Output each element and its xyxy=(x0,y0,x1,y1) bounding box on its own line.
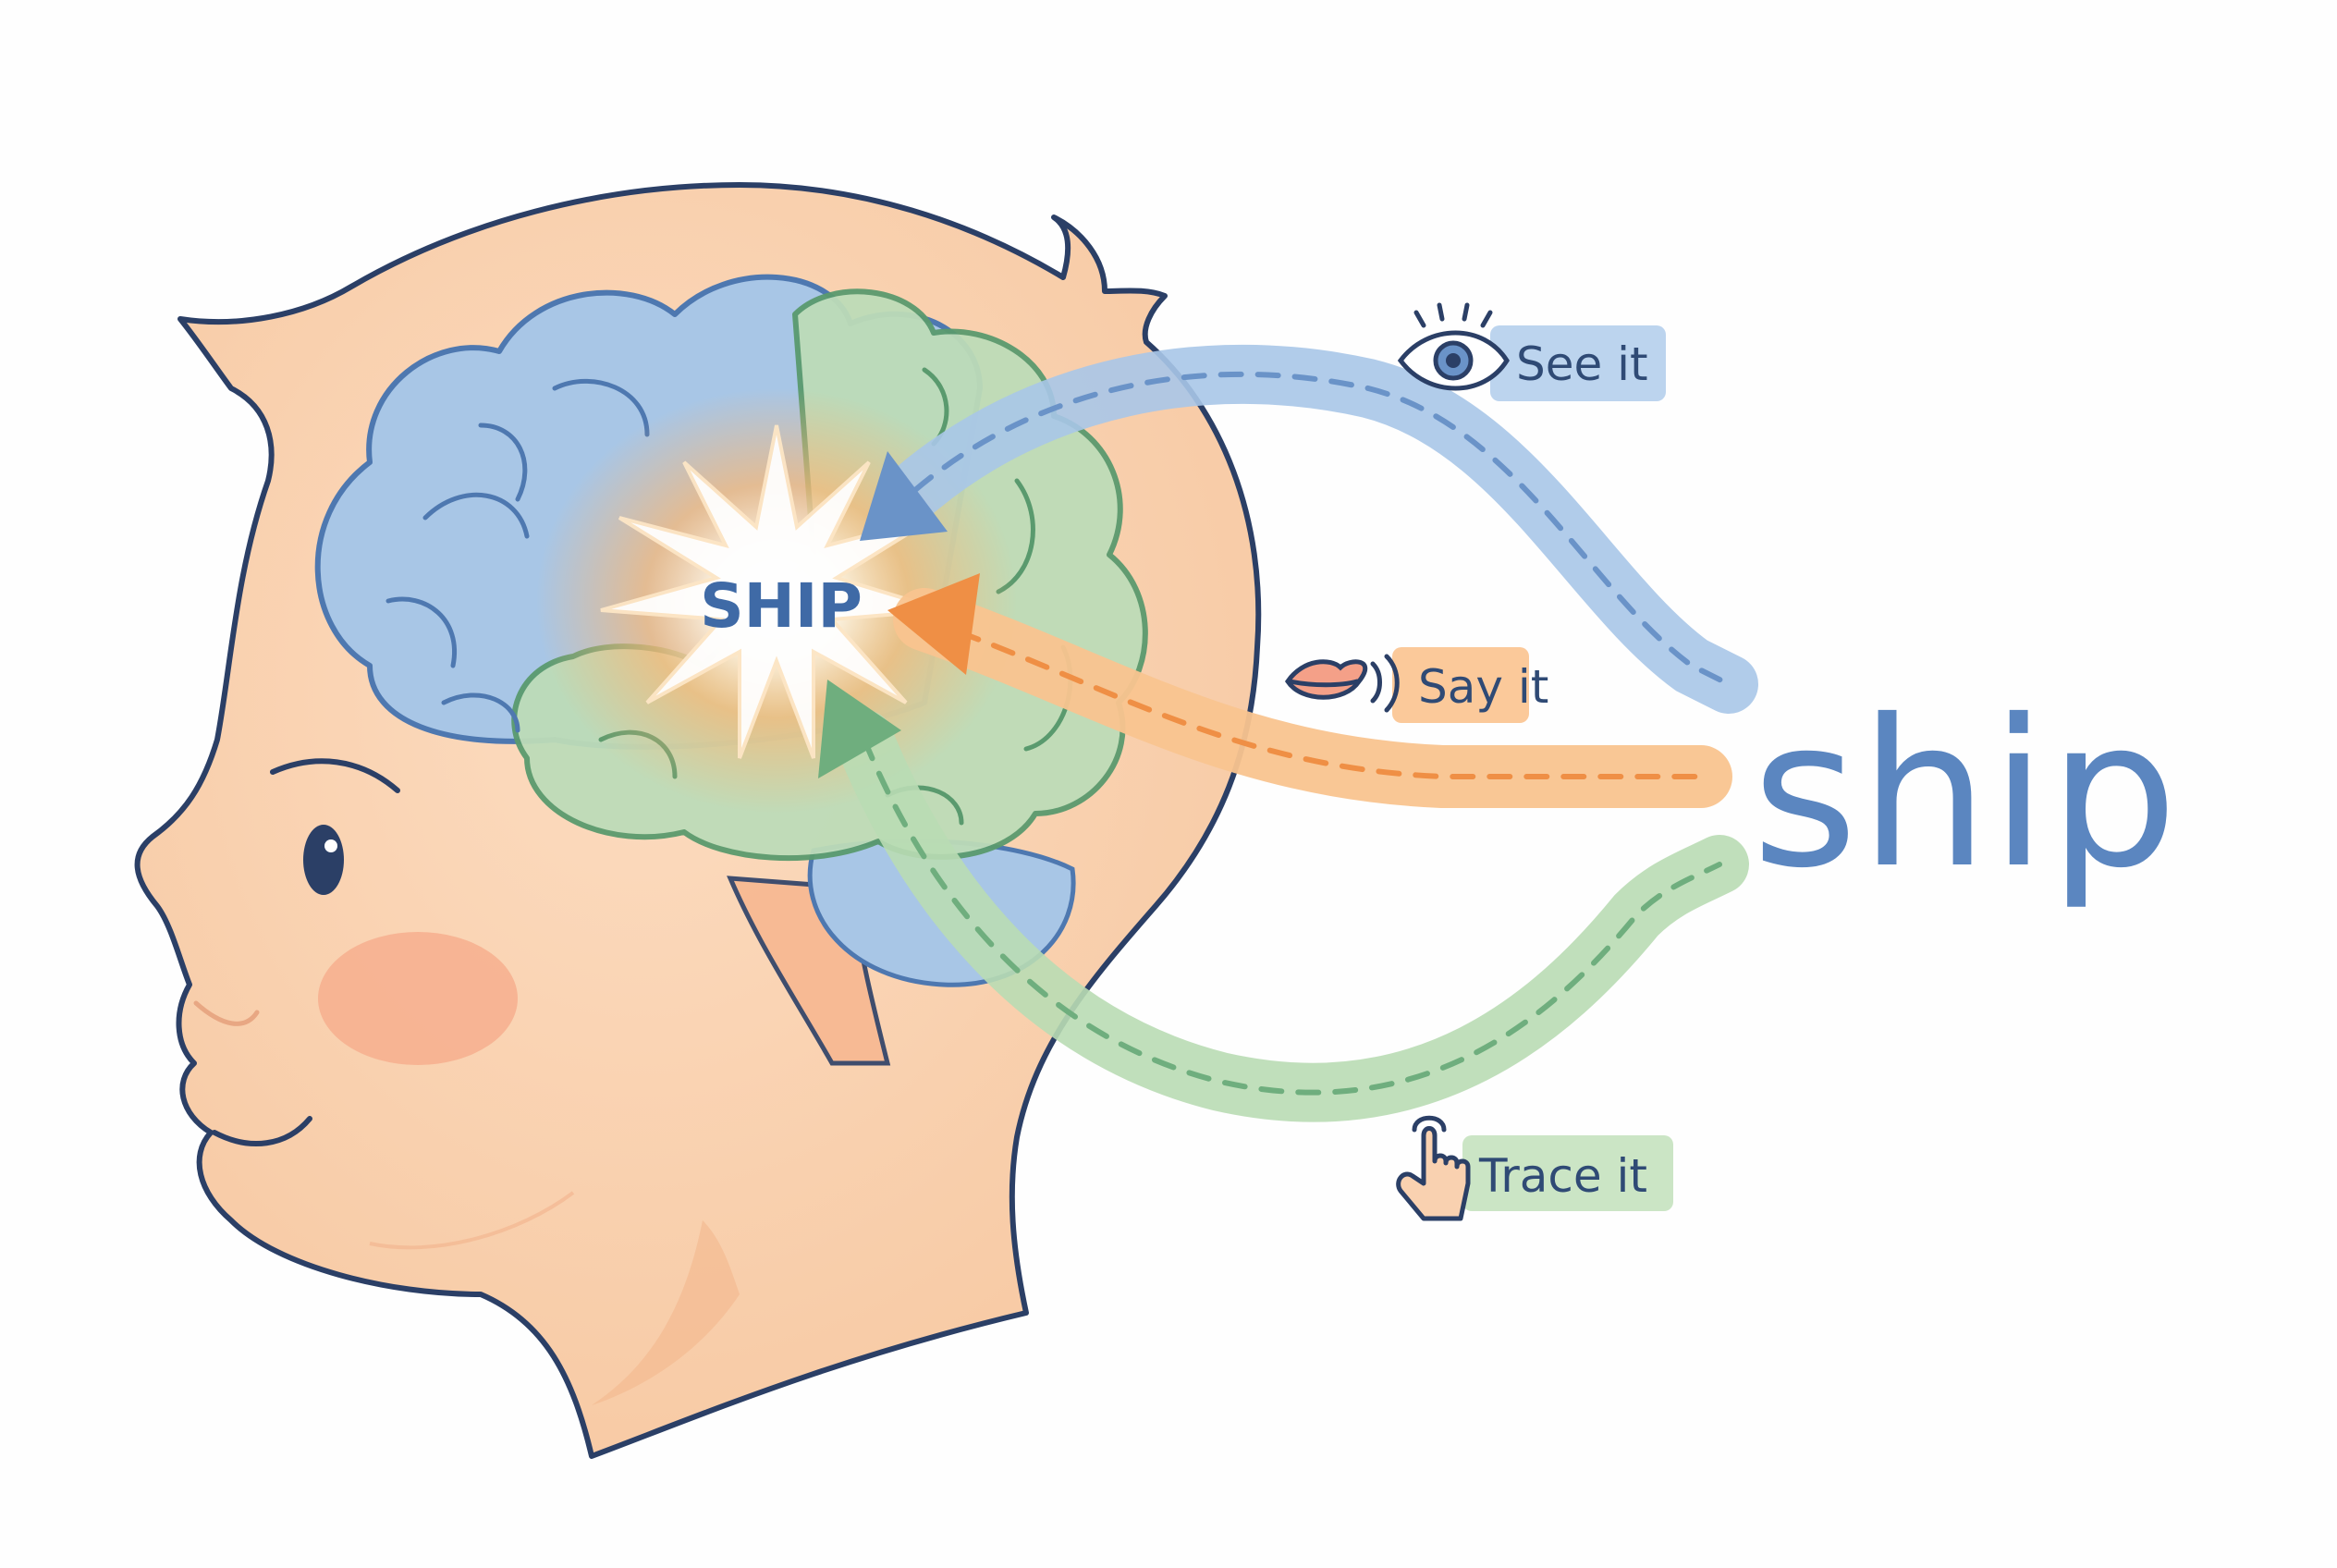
label-trace-it-bg xyxy=(1462,1135,1673,1211)
pathway-say xyxy=(887,573,1732,808)
brain-folds-blue xyxy=(385,378,650,733)
pathway-say-arrowhead xyxy=(887,573,980,675)
eye xyxy=(303,825,344,895)
cheek-blush xyxy=(318,932,518,1065)
smile xyxy=(212,1116,312,1146)
label-trace-it: Trace it xyxy=(1396,1115,1673,1221)
eye-icon xyxy=(1397,302,1510,391)
label-see-it: See it xyxy=(1397,302,1666,401)
label-trace-it-text: Trace it xyxy=(1478,1149,1647,1203)
pathway-trace-arrowhead xyxy=(818,680,901,778)
pathway-see xyxy=(860,344,1758,714)
lips-speaking-icon xyxy=(1284,654,1400,713)
brain-word: SHIP xyxy=(700,570,863,642)
pathway-trace xyxy=(818,680,1749,1122)
pointing-hand-icon xyxy=(1396,1115,1471,1221)
neck-shadow xyxy=(592,1220,740,1405)
label-see-it-text: See it xyxy=(1516,337,1648,391)
label-see-it-bg xyxy=(1490,325,1666,401)
pathways xyxy=(818,344,1758,1122)
pathway-see-dashes xyxy=(912,371,1731,687)
nose-line xyxy=(193,1000,260,1026)
eyebrow xyxy=(270,758,400,793)
pathway-see-arrowhead xyxy=(860,451,948,541)
label-say-it: Say it xyxy=(1284,647,1548,723)
label-say-it-text: Say it xyxy=(1418,660,1548,714)
target-word: ship xyxy=(1752,676,2180,913)
pathway-trace-dashes xyxy=(862,737,1722,1096)
pathway-say-dashes xyxy=(922,617,1704,779)
eye-highlight xyxy=(324,839,337,852)
label-say-it-bg xyxy=(1392,647,1529,723)
jaw-line xyxy=(369,1191,575,1250)
